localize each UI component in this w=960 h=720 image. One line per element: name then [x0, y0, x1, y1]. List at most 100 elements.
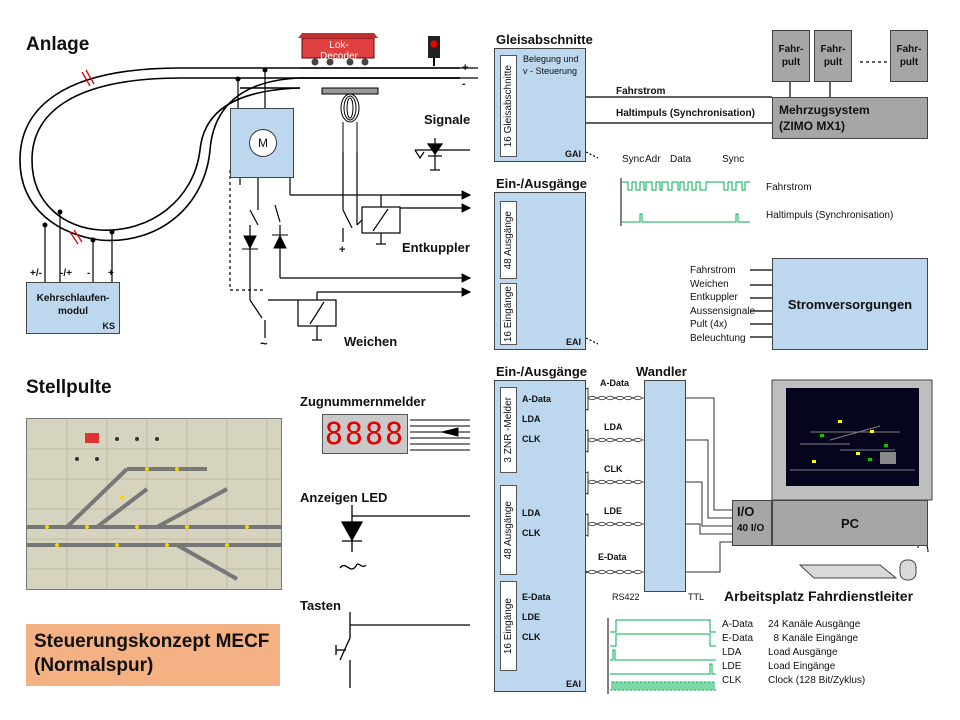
eai-znr-label: 3 ZNR -Melder: [503, 397, 514, 463]
control-panel-drawing: [27, 419, 281, 589]
digit-display: 8888: [322, 414, 408, 454]
line-label-haltimpuls: Haltimpuls (Synchronisation): [616, 108, 755, 119]
title-ein-ausgaenge-bottom: Ein-/Ausgänge: [496, 364, 588, 379]
power-item-pult: Pult (4x): [690, 319, 728, 330]
eai-bottom-box: 3 ZNR -Melder 48 Ausgänge 16 Eingänge A-…: [494, 380, 586, 692]
timing-sync-2: Sync: [722, 154, 745, 165]
ks-terminal-4: +: [108, 268, 114, 279]
eai-bottom-tag: EAI: [565, 679, 581, 689]
section-title-anlage: Anlage: [26, 34, 90, 55]
io-label: I/O: [737, 504, 755, 519]
concept-title-box: Steuerungskonzept MECF (Normalspur): [26, 624, 280, 686]
eai-line-e-data: E-Data: [522, 592, 551, 602]
diode-icons: [242, 234, 288, 250]
eai-bottom-inputs-label: 16 Eingänge: [503, 597, 514, 655]
lok-decoder-label: Lok-Decoder: [320, 40, 358, 62]
mouse-icon: [899, 542, 929, 581]
legend-sig-e-data: E-Data: [722, 633, 754, 644]
label-tasten: Tasten: [300, 598, 341, 613]
pushbutton-symbol: [335, 612, 470, 688]
fahrpult-1-line1: Fahr-: [778, 44, 804, 55]
section-title-stellpulte: Stellpulte: [26, 377, 112, 398]
power-item-weichen: Weichen: [690, 278, 729, 290]
sig-lde: LDE: [604, 506, 622, 516]
concept-title-line1: Steuerungskonzept MECF: [34, 631, 270, 652]
ks-box-line1: Kehrschlaufen-: [36, 293, 110, 304]
ks-tag: KS: [102, 321, 115, 331]
gai-vertical-label: 16 Gleisabschnitte: [503, 64, 514, 148]
gai-belegung-line2: v - Steuerung: [523, 66, 578, 76]
kehrschlaufen-module-box: Kehrschlaufen- modul KS: [26, 282, 120, 334]
timing-label-haltimpuls: Haltimpuls (Synchronisation): [766, 210, 894, 221]
eai-input-arrows: [400, 194, 472, 213]
mzs-line1: Mehrzugsystem: [779, 103, 870, 117]
title-gleisabschnitte: Gleisabschnitte: [496, 32, 593, 47]
label-anzeigen-led: Anzeigen LED: [300, 490, 388, 505]
eai-znr-box: 3 ZNR -Melder: [500, 387, 517, 473]
label-ttl: TTL: [688, 592, 705, 602]
fahrpult-3-line2: pult: [899, 57, 919, 68]
fahrpult-box-1: Fahr-pult: [772, 30, 810, 82]
motor-icon: M: [249, 129, 277, 157]
switch-relay-icon: [297, 287, 472, 341]
legend-sig-lda: LDA: [722, 647, 742, 658]
eai-top-box: 48 Ausgänge 16 Eingänge EAI: [494, 192, 586, 350]
signal-lamp-icon: [428, 36, 440, 66]
legend-sig-lde: LDE: [722, 661, 742, 672]
eai-line-lda-1: LDA: [522, 414, 541, 424]
eai-top-outputs-label: 48 Ausgänge: [503, 210, 514, 270]
eai-line-a-data: A-Data: [522, 394, 552, 404]
label-rs422: RS422: [612, 592, 640, 602]
insulation-marks: [69, 69, 95, 245]
sig-a-data: A-Data: [600, 378, 630, 388]
legend-desc-clk: Clock (128 Bit/Zyklus): [768, 675, 866, 686]
gai-belegung-line1: Belegung und: [523, 54, 579, 64]
timing-waveforms: [622, 181, 750, 223]
fahrpult-box-3: Fahr-pult: [890, 30, 928, 82]
power-item-aussensignale: Aussensignale: [690, 305, 756, 317]
gai-box: 16 Gleisabschnitte Belegung und v - Steu…: [494, 48, 586, 162]
eai-bottom-outputs-box: 48 Ausgänge: [500, 485, 517, 575]
label-weichen: Weichen: [344, 334, 398, 349]
ks-terminal-2: -/+: [60, 268, 72, 279]
ks-wires: [44, 212, 113, 282]
eai-top-inputs-label: 16 Eingänge: [503, 285, 514, 343]
eai-line-lda-2: LDA: [522, 508, 541, 518]
sig-lda: LDA: [604, 422, 623, 432]
gai-mzs-lines: [585, 61, 890, 345]
led-symbol: [339, 505, 470, 570]
io-box: I/O 40 I/O: [732, 500, 772, 546]
fahrpult-2-line2: pult: [823, 57, 843, 68]
fahrpult-3-line1: Fahr-: [896, 44, 922, 55]
pc-monitor-icon: [771, 379, 933, 507]
power-item-beleuchtung: Beleuchtung: [690, 332, 746, 344]
eai-line-lde: LDE: [522, 612, 540, 622]
power-items-list: Fahrstrom Weichen Entkuppler Aussensigna…: [690, 264, 755, 345]
stromversorgungen-box: Stromversorgungen: [772, 258, 928, 350]
timing-data: Data: [670, 154, 692, 165]
uncoupler-plus-label: +: [339, 244, 346, 256]
legend-desc-a-data: 24 Kanäle Ausgänge: [768, 619, 861, 630]
timing-label-fahrstrom: Fahrstrom: [766, 182, 812, 193]
eai-line-clk-3: CLK: [522, 632, 541, 642]
gai-tag: GAI: [564, 149, 581, 159]
label-signale: Signale: [424, 112, 471, 127]
io40-label: 40 I/O: [737, 523, 765, 534]
timing-adr: Adr: [645, 154, 661, 165]
mzs-line2: (ZIMO MX1): [779, 119, 845, 133]
fahrpult-2-line1: Fahr-: [820, 44, 846, 55]
uncoupler-relay-icon: [342, 152, 401, 245]
timing-sync-1: Sync: [622, 154, 645, 165]
keyboard-icon: [798, 564, 898, 579]
eai-top-inputs-box: 16 Eingänge: [500, 283, 517, 345]
locomotive-icon: [298, 33, 378, 66]
legend-sig-a-data: A-Data: [722, 619, 754, 630]
concept-title-line2: (Normalspur): [34, 655, 154, 676]
sig-clk: CLK: [604, 464, 623, 474]
ks-terminal-1: +/-: [30, 268, 42, 279]
znr-bus-lines: [410, 419, 470, 451]
wandler-box: [644, 380, 686, 592]
sig-e-data: E-Data: [598, 552, 627, 562]
